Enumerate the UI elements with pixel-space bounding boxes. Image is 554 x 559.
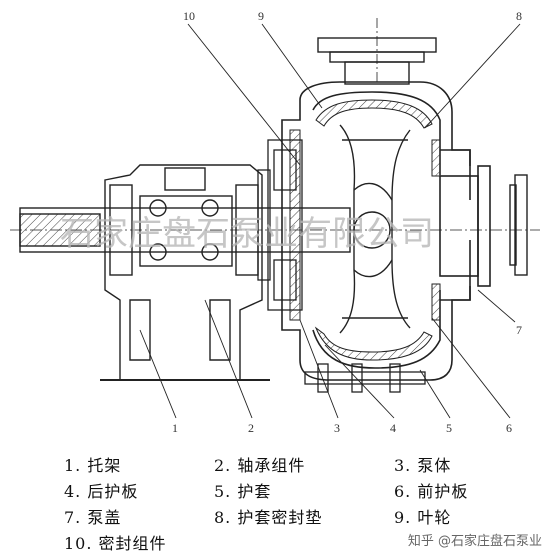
- legend-item: 7. 泵盖: [64, 508, 122, 527]
- legend-item: 6. 前护板: [394, 482, 469, 501]
- callout-9: 9: [258, 9, 264, 23]
- bearing-frame: [100, 164, 270, 381]
- callout-7: 7: [516, 323, 522, 337]
- callout-6: 6: [506, 421, 512, 435]
- pump-casing: [281, 81, 491, 381]
- callout-3: 3: [334, 421, 340, 435]
- callout-1: 1: [172, 421, 178, 435]
- legend-item: 1. 托架: [64, 456, 122, 475]
- legend-item: 5. 护套: [214, 482, 272, 501]
- discharge-flange: [317, 18, 437, 85]
- callout-10: 10: [183, 9, 195, 23]
- legend-item: 10. 密封组件: [64, 534, 167, 553]
- legend-item: 9. 叶轮: [394, 508, 452, 527]
- company-watermark: 石家庄盘石泵业有限公司: [60, 214, 434, 254]
- legend-item: 2. 轴承组件: [214, 456, 306, 475]
- callout-4: 4: [390, 421, 396, 435]
- seal-assembly: [257, 139, 303, 311]
- legend-item: 3. 泵体: [394, 456, 452, 475]
- shaft: [10, 207, 540, 253]
- liners-hatched: [289, 99, 441, 361]
- leader-lines: [139, 23, 521, 419]
- callout-5: 5: [446, 421, 452, 435]
- legend-item: 8. 护套密封垫: [214, 508, 323, 527]
- cover-plate: [509, 174, 528, 276]
- legend-item: 4. 后护板: [64, 482, 139, 501]
- callout-2: 2: [248, 421, 254, 435]
- callout-8: 8: [516, 9, 522, 23]
- source-credit: 知乎 @石家庄盘石泵业: [407, 534, 542, 549]
